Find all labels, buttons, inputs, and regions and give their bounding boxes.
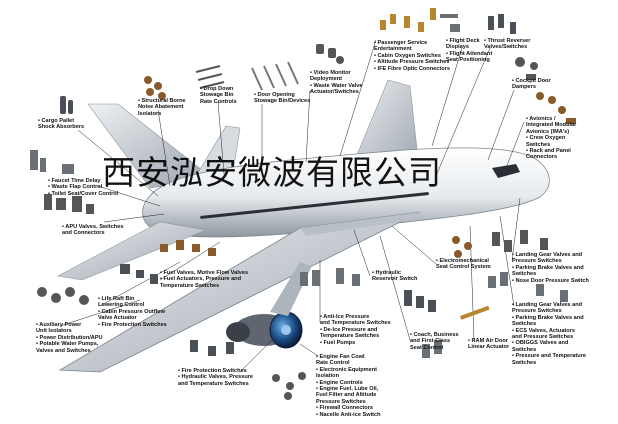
- cockpit-window: [492, 164, 520, 178]
- label-life-raft: • Life Raft Bin Lowering Control • Cabin…: [98, 296, 167, 328]
- lower-horizontal-stabilizer: [57, 221, 208, 281]
- label-fire-protection: • Fire Protection Switches • Hydraulic V…: [178, 368, 254, 387]
- label-apu-valves: • APU Valves, Switches and Connectors: [62, 224, 124, 237]
- label-cockpit-door: • Cockpit Door Dampers: [512, 78, 551, 91]
- label-engine-controls: • Engine Fan Cowl Rate Control • Electro…: [316, 354, 381, 418]
- label-landing-gear-upper: • Landing Gear Valves and Pressure Switc…: [512, 252, 589, 284]
- component-clusters: [30, 8, 576, 400]
- label-flight-deck: • Flight Deck Displays • Flight Attendan…: [446, 38, 493, 64]
- label-passenger-service: • Passenger Service Entertainment • Cabi…: [374, 40, 450, 72]
- label-structural-borne: • Structural Borne Noise Abatement Isola…: [138, 98, 186, 117]
- label-drop-down-stowage: • Drop Down Stowage Bin Rate Controls: [200, 86, 237, 105]
- lower-wing: [58, 211, 421, 373]
- label-avionics: • Avionics / Integrated Modular Avionics…: [526, 116, 577, 161]
- label-video-monitor: • Video Monitor Deployment • Waste Water…: [310, 70, 363, 96]
- label-auxiliary-power: • Auxiliary Power Unit Isolators • Power…: [36, 322, 103, 354]
- label-landing-gear-lower: • Landing Gear Valves and Pressure Switc…: [512, 302, 586, 366]
- label-anti-ice: • Anti-Ice Pressure and Temperature Swit…: [320, 314, 391, 346]
- leader-lines: [59, 39, 525, 373]
- label-door-opening: • Door Opening Stowage Bin/Devices: [254, 92, 311, 105]
- label-hydraulic-reservoir: • Hydraulic Reservoir Switch: [372, 270, 418, 283]
- label-coach-business: • Coach, Business and First Class Seat C…: [410, 332, 459, 351]
- window-row: [200, 192, 429, 219]
- label-ram-air: • RAM Air Door Linear Actuator: [468, 338, 510, 351]
- label-thrust-reverser: • Thrust Reverser Valves/Switches: [484, 38, 531, 51]
- engine: [226, 311, 303, 349]
- label-faucet-time-delay: • Faucet Time Delay • Waste Flap Control…: [48, 178, 119, 197]
- label-fuel-valves: • Fuel Valves, Motive Flow Valves • Fuel…: [160, 270, 249, 289]
- label-electromechanical: • Electromechanical Seat Control System: [436, 258, 491, 271]
- label-cargo-pallet: • Cargo Pallet Shock Absorbers: [38, 118, 85, 131]
- watermark-text: 西安泓安微波有限公司: [102, 153, 442, 192]
